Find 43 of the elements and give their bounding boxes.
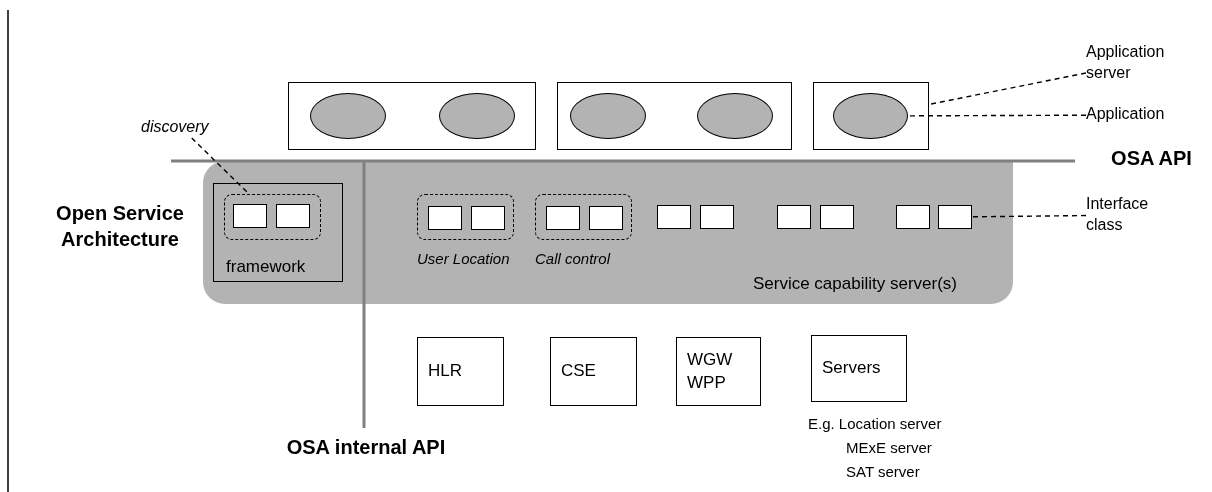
interface-box xyxy=(896,205,930,229)
callout-label: Application xyxy=(1086,104,1196,126)
application-server-box xyxy=(557,82,792,150)
section-label: OSA internal API xyxy=(285,435,447,460)
interface-box xyxy=(233,204,267,228)
section-label: Open Service Architecture xyxy=(55,201,185,252)
box-label: HLR xyxy=(428,360,462,383)
service-panel xyxy=(203,161,1013,304)
note-text: E.g. Location server xyxy=(808,415,942,432)
leader-line xyxy=(191,137,250,195)
note-text: MExE server xyxy=(846,439,932,456)
callout-label: Application server xyxy=(1086,42,1186,84)
framework-box xyxy=(213,183,343,282)
network-element-box xyxy=(676,337,761,406)
interface-box xyxy=(546,206,580,230)
box-label: Servers xyxy=(822,357,881,380)
interface-box xyxy=(820,205,854,229)
leader-line xyxy=(928,72,1087,106)
callout-label: discovery xyxy=(141,117,221,138)
interface-box xyxy=(276,204,310,228)
group-label: User Location xyxy=(417,250,510,267)
interface-box xyxy=(777,205,811,229)
box-label: CSE xyxy=(561,360,596,383)
interface-box xyxy=(428,206,462,230)
panel-title: Service capability server(s) xyxy=(752,274,957,294)
dashed-group xyxy=(223,193,321,240)
application-server-box xyxy=(288,82,536,150)
interface-box xyxy=(589,206,623,230)
group-label: Call control xyxy=(535,250,611,267)
box-label: WGW WPP xyxy=(687,349,734,394)
callout-label: Interface class xyxy=(1086,194,1186,236)
framework-label: framework xyxy=(226,257,306,277)
network-element-box xyxy=(417,337,504,406)
interface-box xyxy=(471,206,505,230)
interface-box xyxy=(657,205,691,229)
section-label: OSA API xyxy=(1110,146,1193,171)
leader-line xyxy=(907,114,1087,117)
note-text: SAT server xyxy=(846,463,920,480)
application-server-box xyxy=(813,82,929,150)
interface-box xyxy=(700,205,734,229)
interface-box xyxy=(938,205,972,229)
network-element-box xyxy=(550,337,637,406)
leader-line xyxy=(971,214,1087,218)
